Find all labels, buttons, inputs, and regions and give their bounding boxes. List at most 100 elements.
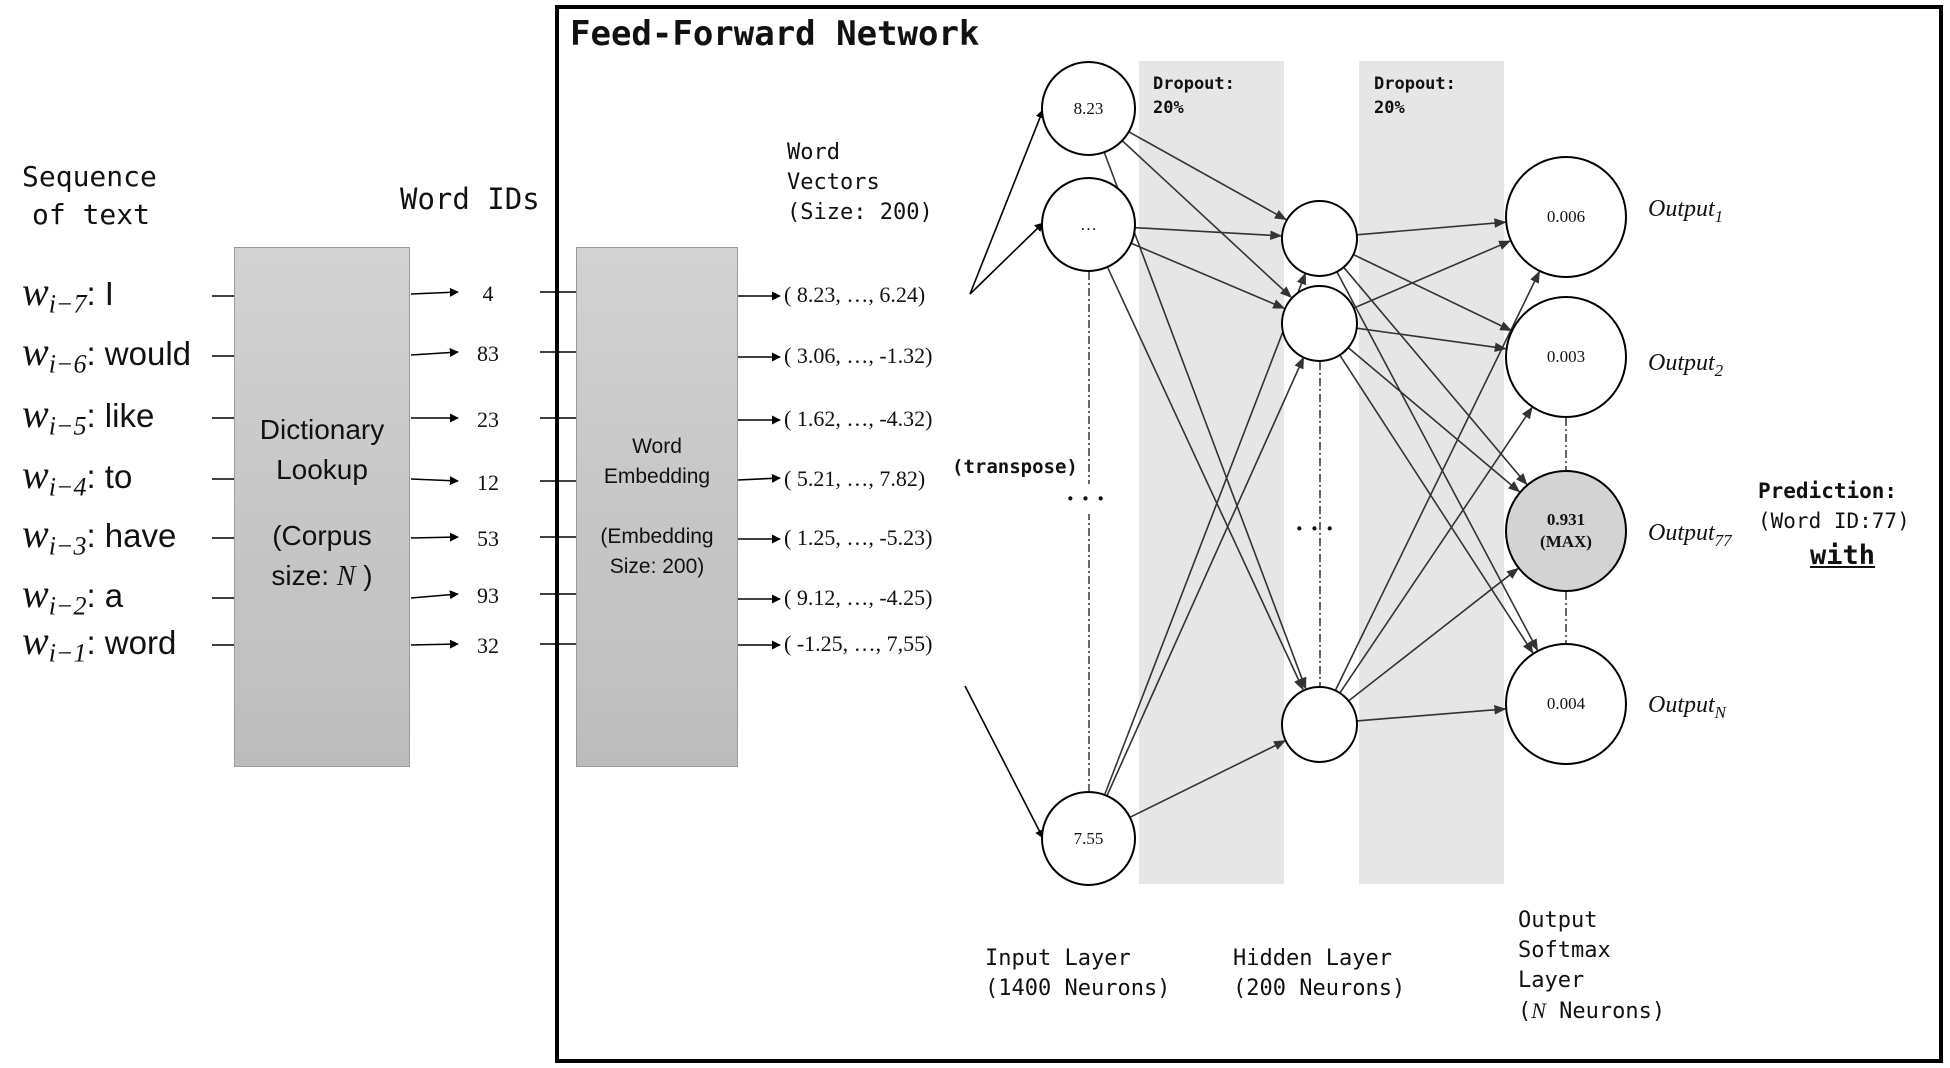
dropout-label-2-line1: Dropout: (1374, 74, 1456, 94)
hidden-to-output-connection (1334, 270, 1541, 691)
word-vectors-label-line3: (Size: 200) (787, 200, 933, 225)
transpose-arrow-2 (969, 222, 1044, 295)
word-index: i−2 (48, 591, 87, 621)
input-node-2-value: … (1080, 214, 1097, 234)
word-vector: ( 5.21, …, 7.82) (784, 466, 926, 491)
word-row: wi−3: have (22, 510, 176, 562)
output-node-max: 0.931(MAX) (1505, 470, 1627, 592)
word-var: w (22, 391, 49, 436)
word-index: i−3 (48, 531, 87, 561)
output-label-n: OutputN (1648, 692, 1726, 723)
hidden-layer-label: Hidden Layer (200 Neurons) (1233, 944, 1405, 1004)
word-var: w (22, 269, 49, 314)
output-layer-label-line4-suffix: Neurons) (1545, 999, 1666, 1024)
dictionary-line4: size: N ) (234, 556, 410, 597)
word-index: i−7 (48, 289, 87, 319)
hidden-to-output-connection (1339, 406, 1533, 693)
word-ids-label: Word IDs (400, 182, 540, 216)
output-label-n-text: Output (1648, 692, 1715, 718)
input-to-hidden-connection (1106, 356, 1305, 796)
word-id: 4 (482, 281, 494, 306)
input-to-hidden-connection (1103, 152, 1307, 690)
word-index: i−6 (48, 349, 87, 379)
dropout-label-1: Dropout: 20% (1153, 72, 1235, 120)
output-layer-n-var: N (1531, 998, 1546, 1023)
hidden-to-output-connection (1338, 354, 1534, 654)
output-label-n-sub: N (1714, 702, 1727, 722)
input-to-hidden-connection (1121, 140, 1293, 298)
input-layer-label: Input Layer (1400 Neurons) (985, 944, 1170, 1004)
word-text: : have (86, 517, 177, 554)
output-node-2: 0.003 (1505, 296, 1627, 418)
output-label-77-text: Output (1648, 520, 1715, 546)
dropout-label-1-line1: Dropout: (1153, 74, 1235, 94)
input-node-1-value: 8.23 (1073, 98, 1104, 118)
word-var: w (22, 571, 49, 616)
dictionary-to-id-arrow (410, 287, 459, 297)
transpose-label: (transpose) (952, 456, 1078, 478)
output-label-77-sub: 77 (1714, 530, 1732, 550)
word-vector: ( 3.06, …, -1.32) (784, 343, 933, 368)
output-label-1-sub: 1 (1714, 206, 1724, 226)
hidden-node-2 (1281, 285, 1358, 362)
word-text: : to (86, 458, 133, 495)
dictionary-line4-prefix: size: (271, 560, 337, 591)
hidden-to-output-connection (1348, 567, 1519, 702)
word-row: wi−2: a (22, 570, 123, 622)
sequence-label-line2: of text (32, 198, 151, 231)
word-var: w (22, 618, 49, 663)
word-row: wi−7: I (22, 268, 114, 320)
word-vector: ( -1.25, …, 7,55) (784, 631, 933, 656)
dictionary-line1: Dictionary (259, 414, 385, 445)
word-vector: ( 1.25, …, -5.23) (784, 525, 933, 550)
output-layer-label-line4-prefix: ( (1518, 999, 1532, 1024)
hidden-to-output-connection (1356, 705, 1507, 722)
word-row: wi−5: like (22, 390, 154, 442)
hidden-to-output-connection (1352, 253, 1513, 332)
dictionary-line3: (Corpus (272, 520, 372, 551)
word-id: 23 (477, 407, 499, 432)
hidden-layer-ellipsis: · · · (1295, 514, 1335, 543)
prediction-word-id: (Word ID:77) (1758, 509, 1910, 533)
output-layer-label: Output Softmax Layer (N Neurons) (1518, 906, 1665, 1027)
embedding-line3: (Embedding (600, 525, 714, 548)
word-text: : a (86, 577, 124, 614)
word-var: w (22, 329, 49, 374)
word-text: : would (86, 335, 192, 372)
input-to-hidden-connection (1107, 267, 1304, 691)
word-embedding-text: Word Embedding (Embedding Size: 200) (576, 432, 738, 582)
input-node-3: 7.55 (1041, 791, 1136, 886)
output-layer-label-line1: Output (1518, 908, 1598, 933)
word-vector: ( 8.23, …, 6.24) (784, 282, 926, 307)
feed-forward-network-frame (555, 5, 1943, 1063)
dictionary-to-id-arrow (410, 476, 459, 486)
word-text: : I (86, 275, 114, 312)
hidden-layer-label-line2: (200 Neurons) (1233, 976, 1406, 1001)
output-node-1-value: 0.006 (1546, 207, 1586, 226)
word-row: wi−1: word (22, 617, 176, 669)
word-vectors-label-line2: Vectors (787, 170, 880, 195)
hidden-node-1 (1281, 200, 1358, 277)
transpose-arrow-1 (969, 109, 1045, 295)
word-text: : word (86, 624, 177, 661)
prediction-title: Prediction: (1758, 479, 1898, 503)
word-index: i−1 (48, 638, 87, 668)
hidden-to-output-connection (1356, 218, 1507, 236)
hidden-layer-label-line1: Hidden Layer (1233, 946, 1392, 971)
output-label-2-sub: 2 (1714, 360, 1724, 380)
hidden-to-output-connection (1347, 346, 1521, 493)
prediction-word: with (1810, 540, 1876, 571)
word-row: wi−4: to (22, 451, 132, 503)
hidden-to-output-connection (1342, 266, 1528, 486)
word-embedding-box (576, 247, 738, 767)
dictionary-to-id-arrow (410, 590, 459, 600)
dropout-label-2-line2: 20% (1374, 98, 1405, 118)
output-layer-label-line2: Softmax (1518, 938, 1611, 963)
word-id: 93 (477, 583, 499, 608)
output-label-2-text: Output (1648, 350, 1715, 376)
output-label-1: Output1 (1648, 196, 1723, 227)
sequence-label-line1: Sequence (22, 160, 157, 193)
hidden-to-output-connection (1336, 271, 1539, 652)
word-vectors-label: Word Vectors (Size: 200) (787, 138, 933, 228)
